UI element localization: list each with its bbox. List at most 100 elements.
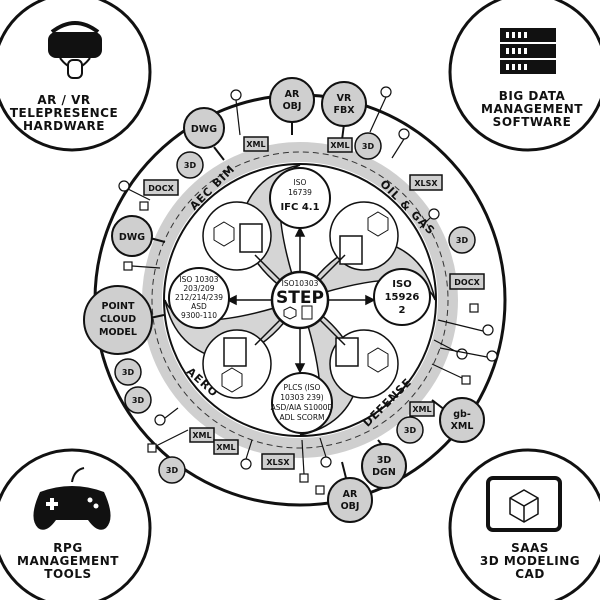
ring-dashed-line (151, 151, 449, 449)
gamepad-icon (33, 467, 111, 530)
plcs-line3: ASD/AIA S1000D (271, 403, 334, 412)
connector-nodes (118, 86, 498, 495)
bubble-3d-2: 3D (354, 132, 382, 160)
xlsx-label: XLSX (266, 458, 290, 467)
quadrant-defense (329, 329, 399, 399)
corner-ar-vr-line1: AR / VR (37, 93, 90, 107)
box-xlsx-1: XLSX (409, 174, 443, 191)
bubble-point-cloud: POINT CLOUD MODEL (83, 285, 165, 355)
quadrant-oil (329, 201, 399, 271)
bubble-ar-obj-top: AR OBJ (269, 77, 315, 135)
cube-icon (367, 347, 389, 373)
xml-label: XML (216, 443, 235, 452)
step-label: STEP (276, 288, 324, 308)
point-cloud-line3: MODEL (99, 327, 137, 338)
iso15926-line3: 2 (399, 305, 406, 316)
step-iso-label: ISO10303 (282, 279, 319, 288)
cube-icon (367, 211, 389, 237)
corner-ar-vr: AR / VR TELEPRESENCE HARDWARE (0, 0, 152, 152)
quadrant-aero (202, 329, 272, 399)
dwg-top-label: DWG (191, 124, 217, 135)
document-icon (301, 305, 313, 320)
xml-label: XML (246, 140, 265, 149)
bubble-ar-obj-bottom: AR OBJ (327, 461, 373, 523)
gb-xml-line1: gb- (453, 409, 471, 420)
corner-rpg-line1: RPG (53, 541, 82, 555)
standard-ifc: ISO 16739 IFC 4.1 (269, 167, 331, 229)
xlsx-label: XLSX (414, 179, 438, 188)
xml-label: XML (192, 431, 211, 440)
document-icon (339, 235, 363, 265)
bubble-3d-1: 3D (176, 151, 204, 179)
box-xlsx-2: XLSX (261, 453, 295, 470)
three-d-label: 3D (132, 396, 145, 405)
point-cloud-line2: CLOUD (100, 314, 136, 325)
vr-headset-icon (48, 21, 102, 79)
ifc-line1: ISO (294, 178, 307, 187)
box-xml-4: XML (213, 439, 239, 455)
docx-label: DOCX (454, 278, 480, 287)
corner-saas-line2: 3D MODELING (480, 554, 580, 568)
three-d-label: 3D (404, 426, 417, 435)
three-d-label: 3D (122, 368, 135, 377)
corner-rpg-line2: MANAGEMENT (17, 554, 119, 568)
plcs-line2: 10303 239) (280, 393, 324, 402)
box-xml-5: XML (409, 401, 435, 417)
bubble-dwg-left: DWG (111, 215, 166, 257)
bubble-dwg-top: DWG (183, 107, 225, 161)
bubble-3d-6: 3D (158, 456, 186, 484)
cube-icon (221, 367, 243, 393)
center-arrows (226, 226, 376, 374)
three-d-label: 3D (184, 161, 197, 170)
corner-big-data: BIG DATA MANAGEMENT SOFTWARE (448, 0, 600, 152)
vr-fbx-line2: FBX (333, 105, 355, 116)
server-rack-icon (500, 28, 556, 74)
three-d-label: 3D (456, 236, 469, 245)
iso15926-line2: 15926 (385, 292, 420, 303)
bubble-3d-5: 3D (124, 386, 152, 414)
standard-iso15926: ISO 15926 2 (373, 268, 431, 326)
dgn-line1: 3D (377, 455, 392, 466)
bubble-3d-3: 3D (448, 226, 476, 254)
xml-label: XML (330, 141, 349, 150)
corner-big-data-line2: MANAGEMENT (481, 102, 583, 116)
document-icon (335, 337, 359, 367)
gb-xml-line2: XML (451, 421, 474, 432)
box-xml-1: XML (243, 136, 269, 152)
ar-obj-top-line2: OBJ (283, 101, 302, 112)
document-icon (239, 223, 263, 253)
xml-label: XML (412, 405, 431, 414)
corner-big-data-line3: SOFTWARE (493, 115, 572, 129)
iso15926-line1: ISO (392, 279, 411, 290)
corner-ar-vr-line2: TELEPRESENCE (10, 106, 118, 120)
box-docx-2: DOCX (449, 273, 485, 290)
corner-saas: SAAS 3D MODELING CAD (448, 448, 600, 600)
cube-icon (213, 221, 235, 247)
corner-big-data-line1: BIG DATA (499, 89, 566, 103)
ifc-line2: 16739 (288, 188, 312, 197)
document-icon (223, 337, 247, 367)
plcs-line1: PLCS (ISO (284, 383, 321, 392)
ar-obj-bottom-line1: AR (343, 489, 358, 500)
box-docx-1: DOCX (143, 179, 179, 196)
corner-rpg: RPG MANAGEMENT TOOLS (0, 448, 152, 600)
aero-iso-line1: ISO 10303 (179, 275, 218, 284)
aero-iso-line4: ASD (191, 302, 207, 311)
bubble-vr-fbx: VR FBX (321, 81, 367, 141)
corner-rpg-line3: TOOLS (44, 567, 91, 581)
aero-iso-line5: 9300-110 (181, 311, 217, 320)
standard-aero-iso: ISO 10303 203/209 212/214/239 ASD 9300-1… (168, 267, 230, 329)
three-d-label: 3D (362, 142, 375, 151)
ar-obj-top-line1: AR (285, 89, 300, 100)
docx-label: DOCX (148, 184, 174, 193)
dgn-line2: DGN (372, 467, 396, 478)
aero-iso-line2: 203/209 (183, 284, 214, 293)
corner-saas-line1: SAAS (511, 541, 549, 555)
cube-icon (283, 306, 297, 320)
bubble-3d-7: 3D (396, 416, 424, 444)
plcs-line4: ADL SCORM (279, 413, 324, 422)
bubble-gb-xml: gb- XML (431, 397, 485, 443)
aero-iso-line3: 212/214/239 (175, 293, 223, 302)
